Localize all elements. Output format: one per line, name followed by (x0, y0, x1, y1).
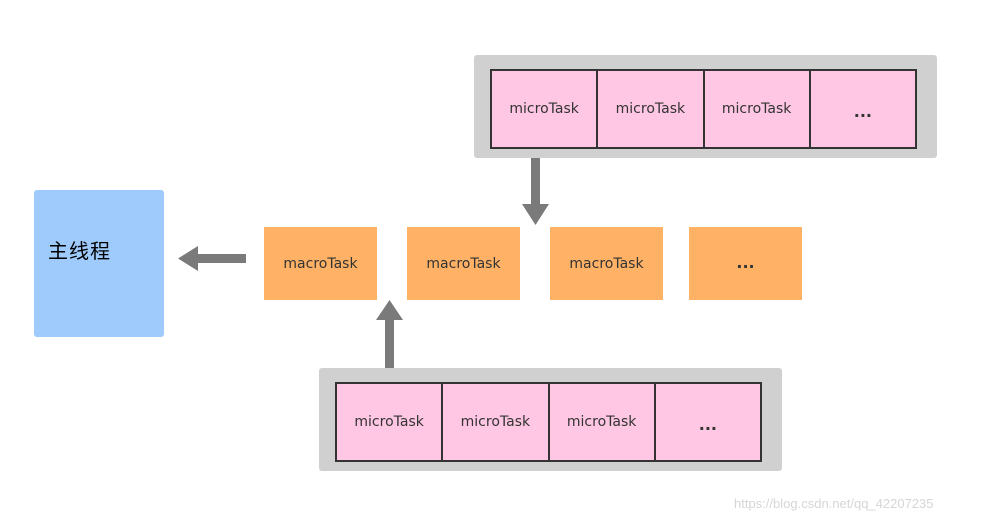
top-microtask-more: ... (853, 101, 872, 121)
bottom-microtask-1: microTask (337, 384, 444, 460)
watermark-text: https://blog.csdn.net/qq_42207235 (734, 496, 934, 511)
bottom-microtask-3: microTask (550, 384, 656, 460)
top-microtask-queue: microTask microTask microTask ... (474, 55, 937, 158)
bottom-microtask-2: microTask (443, 384, 550, 460)
bottom-microtask-more: ... (698, 414, 717, 434)
top-microtask-3: microTask (705, 71, 811, 147)
main-thread-label: 主线程 (48, 239, 111, 263)
arrow-down-from-top-queue-icon (522, 158, 549, 225)
bottom-microtask-queue: microTask microTask microTask ... (319, 368, 782, 471)
arrow-up-from-bottom-queue-icon (376, 300, 403, 368)
top-microtask-1: microTask (492, 71, 599, 147)
macro-task-more: ... (689, 227, 802, 300)
top-microtask-row: microTask microTask microTask ... (490, 69, 917, 149)
macro-task-1: macroTask (264, 227, 377, 300)
top-microtask-2: microTask (598, 71, 705, 147)
main-thread-box: 主线程 (34, 190, 164, 337)
macro-task-2: macroTask (407, 227, 520, 300)
arrow-left-to-main-thread-icon (178, 246, 246, 271)
macro-task-3: macroTask (550, 227, 663, 300)
bottom-microtask-row: microTask microTask microTask ... (335, 382, 762, 462)
